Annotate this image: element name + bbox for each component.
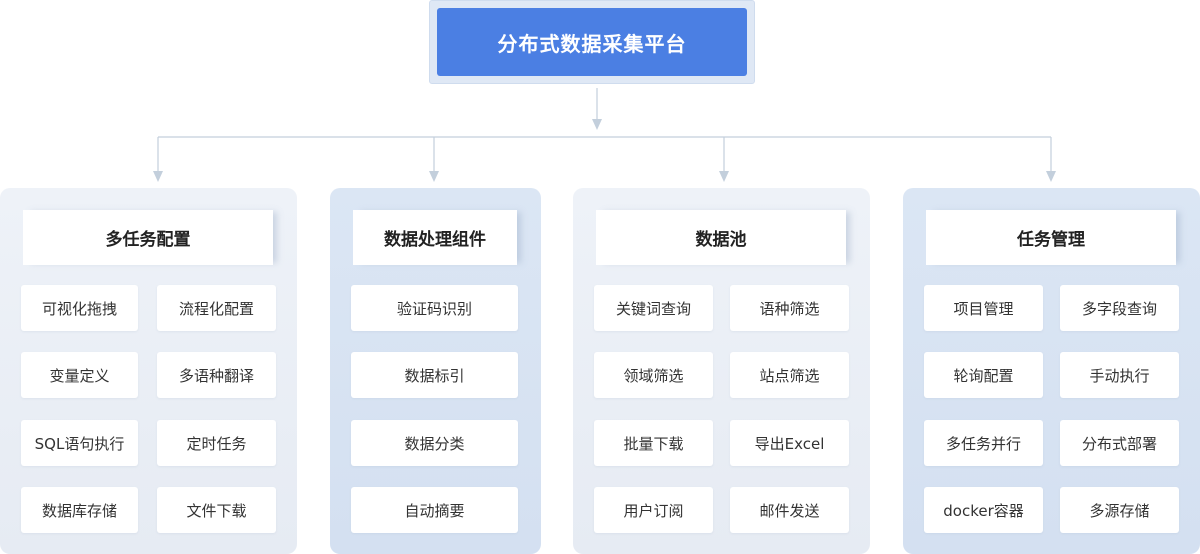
list-item: 站点筛选 xyxy=(730,352,849,398)
list-item: 语种筛选 xyxy=(730,285,849,331)
list-item: 变量定义 xyxy=(21,352,138,398)
list-item: 数据标引 xyxy=(351,352,518,398)
list-item: 邮件发送 xyxy=(730,487,849,533)
root-node: 分布式数据采集平台 xyxy=(437,8,747,76)
list-item: 分布式部署 xyxy=(1060,420,1179,466)
list-item: 领域筛选 xyxy=(594,352,713,398)
list-item: 项目管理 xyxy=(924,285,1043,331)
list-item: 手动执行 xyxy=(1060,352,1179,398)
list-item: 流程化配置 xyxy=(157,285,276,331)
list-item: 用户订阅 xyxy=(594,487,713,533)
list-item: 定时任务 xyxy=(157,420,276,466)
list-item: 数据分类 xyxy=(351,420,518,466)
list-item: 文件下载 xyxy=(157,487,276,533)
list-item: 关键词查询 xyxy=(594,285,713,331)
list-item: 多字段查询 xyxy=(1060,285,1179,331)
list-item: 自动摘要 xyxy=(351,487,518,533)
list-item: 可视化拖拽 xyxy=(21,285,138,331)
list-item: 轮询配置 xyxy=(924,352,1043,398)
list-item: docker容器 xyxy=(924,487,1043,533)
list-item: SQL语句执行 xyxy=(21,420,138,466)
group-title-data-pool: 数据池 xyxy=(596,210,846,265)
group-title-task-management: 任务管理 xyxy=(926,210,1176,265)
list-item: 导出Excel xyxy=(730,420,849,466)
list-item: 多任务并行 xyxy=(924,420,1043,466)
list-item: 数据库存储 xyxy=(21,487,138,533)
list-item: 批量下载 xyxy=(594,420,713,466)
list-item: 多源存储 xyxy=(1060,487,1179,533)
list-item: 多语种翻译 xyxy=(157,352,276,398)
list-item: 验证码识别 xyxy=(351,285,518,331)
group-title-multi-task-config: 多任务配置 xyxy=(23,210,273,265)
group-title-data-processing: 数据处理组件 xyxy=(353,210,517,265)
